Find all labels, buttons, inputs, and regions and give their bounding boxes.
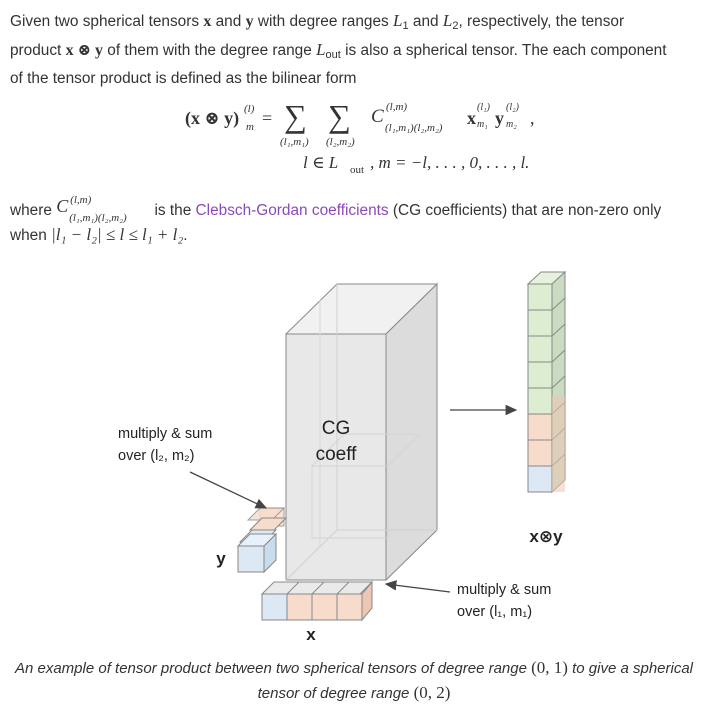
- intro-paragraph: Given two spherical tensors x and y with…: [10, 11, 667, 87]
- y-tensor: [236, 507, 288, 574]
- right-annotation-line1: multiply & sum: [457, 582, 551, 598]
- left-annotation-line1: multiply & sum: [118, 426, 212, 442]
- y-label: y: [216, 549, 226, 568]
- cg-label-line2: coeff: [316, 444, 358, 465]
- right-annotation-line2: over (l₁, m₁): [457, 604, 532, 620]
- x-symbol: x: [203, 13, 212, 30]
- x-tensor: [260, 580, 374, 622]
- xy-label: x⊗y: [529, 527, 563, 546]
- left-annotation-line2: over (l₂, m₂): [118, 448, 195, 464]
- cg-paragraph: where C (l,m) (l₁,m₁)(l₂,m₂) is the Cleb…: [10, 194, 662, 244]
- figure-caption: An example of tensor product between two…: [14, 658, 694, 702]
- clebsch-gordan-link[interactable]: Clebsch-Gordan coefficients: [195, 202, 389, 219]
- x-label: x: [306, 625, 316, 644]
- tensor-product-figure: CG coeff y x: [118, 270, 567, 644]
- right-sum-arrow: [384, 580, 451, 593]
- cg-coefficient-cube: [284, 282, 439, 582]
- output-side-shade: [552, 396, 565, 492]
- y-symbol: y: [245, 13, 254, 30]
- x-tensor-y-symbol: x ⊗ y: [65, 42, 104, 59]
- cg-label-line1: CG: [322, 418, 351, 439]
- left-sum-arrow: [189, 471, 268, 509]
